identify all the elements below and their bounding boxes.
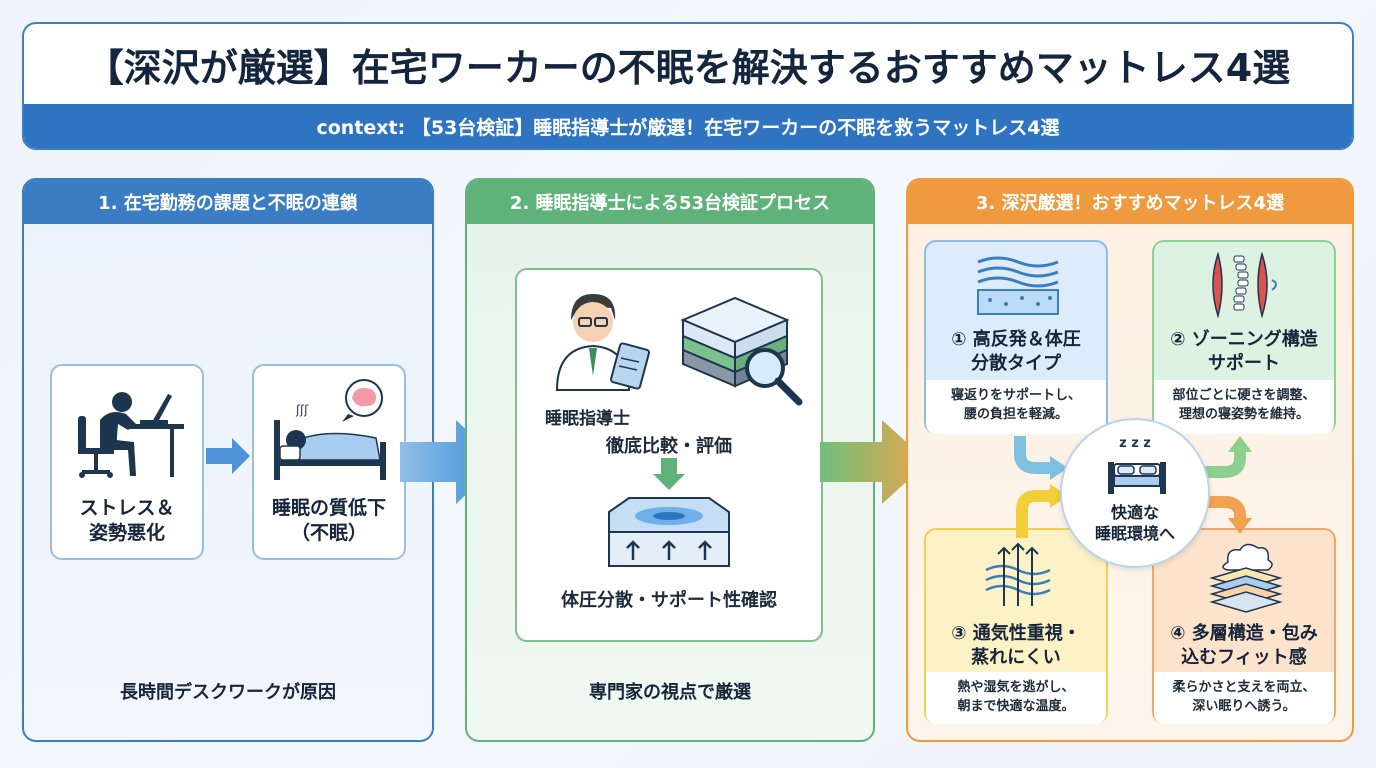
panel3-heading: 3. 深沢厳選！おすすめマットレス4選 [908, 180, 1352, 224]
sleepless-person-icon: ʃʃʃ [274, 379, 386, 480]
high-resilience-icon [977, 256, 1059, 315]
connector-arrows [1014, 436, 1252, 534]
type3-title1: ③ 通気性重視・ [951, 623, 1081, 644]
type2-title2: サポート [1208, 353, 1280, 374]
airflow-icon [985, 542, 1051, 606]
header-banner: 【深沢が厳選】在宅ワーカーの不眠を解決するおすすめマットレス4選 context… [22, 22, 1354, 150]
type4-title1: ④ 多層構造・包み [1170, 623, 1318, 644]
stress-line1: ストレス＆ [79, 497, 175, 519]
type1-title1: ① 高反発＆体圧 [951, 329, 1081, 350]
stress-card: ストレス＆ 姿勢悪化 [50, 364, 204, 560]
confirm-label: 体圧分散・サポート性確認 [561, 590, 777, 611]
pressure-mattress-icon [608, 497, 730, 567]
sleep-line1: 睡眠の質低下 [271, 497, 386, 519]
mattress-type-1-card: ① 高反発＆体圧 分散タイプ 寝返りをサポートし、 腰の負担を軽減。 [924, 240, 1108, 434]
panel-remote-work-issues: 1. 在宅勤務の課題と不眠の連鎖 ストレス＆ 姿勢悪化 ʃʃʃ [22, 178, 434, 742]
panel2-heading: 2. 睡眠指導士による53台検証プロセス [467, 180, 873, 224]
compare-label: 徹底比較・評価 [606, 436, 732, 457]
desk-worker-icon [78, 392, 184, 478]
sleep-quality-card: ʃʃʃ 睡眠の質低下 （不眠） [252, 364, 406, 560]
type3-desc2: 朝まで快適な温度。 [957, 699, 1075, 714]
type3-title2: 蒸れにくい [971, 647, 1061, 668]
center-line2: 睡眠環境へ [1094, 524, 1175, 543]
mattress-inspection-icon [680, 296, 803, 406]
flow-arrow-2-icon [820, 420, 928, 504]
page-title: 【深沢が厳選】在宅ワーカーの不眠を解決するおすすめマットレス4選 [85, 45, 1291, 90]
type2-title1: ② ゾーニング構造 [1170, 329, 1318, 350]
mattress-type-3-card: ③ 通気性重視・ 蒸れにくい 熱や湿気を逃がし、 朝まで快適な温度。 [924, 528, 1108, 724]
type3-desc1: 熱や湿気を逃がし、 [957, 680, 1075, 695]
sleep-expert-icon [555, 294, 650, 391]
type1-desc2: 腰の負担を軽減。 [963, 407, 1068, 422]
spine-zoning-icon [1212, 252, 1277, 318]
panel2-caption: 専門家の視点で厳選 [589, 682, 751, 703]
comfortable-sleep-hub: z z z 快適な 睡眠環境へ [1060, 418, 1210, 568]
panel-verification-process: 2. 睡眠指導士による53台検証プロセス 睡眠指導士 徹底比較・評価 [465, 178, 875, 742]
type1-desc1: 寝返りをサポートし、 [950, 388, 1081, 403]
process-card: 睡眠指導士 徹底比較・評価 体圧分散・サポート性確認 [515, 268, 823, 642]
zzz-label: z z z [1119, 436, 1151, 451]
mattress-type-2-card: ② ゾーニング構造 サポート 部位ごとに硬さを調整、 理想の寝姿勢を維持。 [1152, 240, 1336, 434]
type2-desc1: 部位ごとに硬さを調整、 [1172, 388, 1316, 403]
page-subtitle: context: 【53台検証】睡眠指導士が厳選！在宅ワーカーの不眠を救うマット… [24, 104, 1352, 148]
arrow-down-icon [653, 458, 685, 490]
multi-layer-icon [1209, 543, 1283, 613]
connector-arrow-yellow [1016, 484, 1068, 538]
type4-desc2: 深い眠りへ誘う。 [1192, 699, 1296, 714]
arrow-right-icon [206, 438, 250, 474]
svg-text:ʃʃʃ: ʃʃʃ [295, 403, 309, 417]
center-line1: 快適な [1110, 503, 1159, 522]
type1-title2: 分散タイプ [971, 353, 1061, 374]
bed-icon [1108, 462, 1166, 494]
panel1-heading: 1. 在宅勤務の課題と不眠の連鎖 [24, 180, 432, 224]
mattress-type-4-card: ④ 多層構造・包み 込むフィット感 柔らかさと支えを両立、 深い眠りへ誘う。 [1152, 528, 1336, 724]
expert-label: 睡眠指導士 [545, 409, 630, 429]
panel1-caption: 長時間デスクワークが原因 [120, 682, 336, 703]
sleep-line2: （不眠） [290, 522, 367, 544]
type4-title2: 込むフィット感 [1181, 647, 1307, 668]
stress-line2: 姿勢悪化 [88, 522, 165, 544]
type2-desc2: 理想の寝姿勢を維持。 [1178, 407, 1309, 422]
type4-desc1: 柔らかさと支えを両立、 [1172, 680, 1316, 695]
